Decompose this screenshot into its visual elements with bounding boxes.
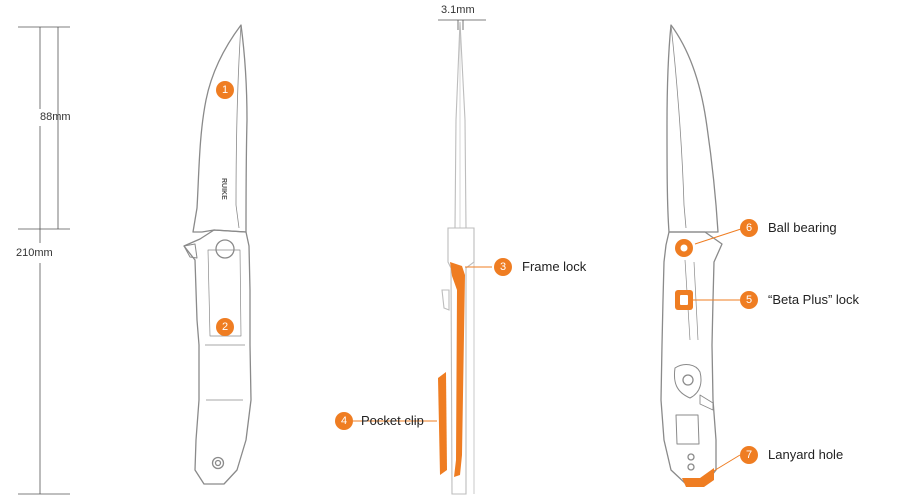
knife-front-view: RUIKE bbox=[183, 24, 252, 485]
callout-badge-1: 1 bbox=[216, 81, 234, 99]
callout-badge-5: 5 bbox=[740, 291, 758, 309]
callout-label-frame-lock: Frame lock bbox=[522, 259, 587, 274]
callout-badge-2: 2 bbox=[216, 318, 234, 336]
callout-label-beta-plus-lock: “Beta Plus” lock bbox=[768, 292, 860, 307]
blade-length-label: 88mm bbox=[40, 111, 71, 123]
callout-badge-6: 6 bbox=[740, 219, 758, 237]
callout-badge-7: 7 bbox=[740, 446, 758, 464]
blade-logo: RUIKE bbox=[220, 178, 227, 200]
callout-badge-3: 3 bbox=[494, 258, 512, 276]
callout-label-pocket-clip: Pocket clip bbox=[361, 413, 424, 428]
knife-back-view bbox=[660, 24, 723, 485]
dimension-lines bbox=[18, 26, 70, 495]
callout-badge-4: 4 bbox=[335, 412, 353, 430]
thickness-dimension bbox=[438, 19, 486, 30]
callout-label-ball-bearing: Ball bearing bbox=[768, 220, 837, 235]
knife-edge-view bbox=[441, 21, 475, 495]
total-length-label: 210mm bbox=[16, 247, 53, 259]
callout-label-lanyard-hole: Lanyard hole bbox=[768, 447, 844, 462]
thickness-label: 3.1mm bbox=[441, 4, 475, 16]
back-view-highlights bbox=[675, 239, 714, 487]
leader-lines bbox=[353, 227, 745, 473]
edge-view-highlights bbox=[438, 262, 465, 477]
